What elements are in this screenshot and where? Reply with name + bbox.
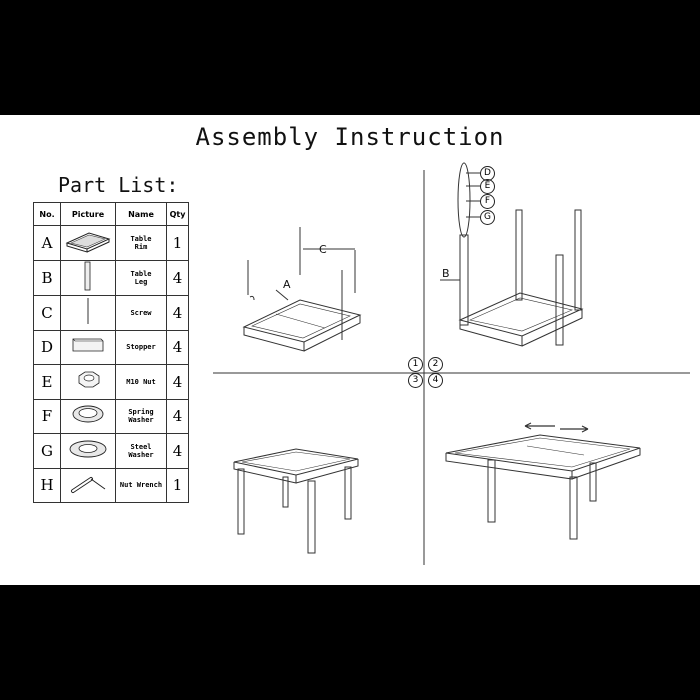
- header-qty: Qty: [166, 202, 189, 226]
- label-f: F: [480, 194, 495, 209]
- steel-washer-icon: [69, 440, 107, 458]
- label-c: C: [319, 243, 327, 256]
- table-rim-icon: [65, 232, 111, 253]
- screw-icon: [87, 297, 89, 324]
- part-qty: 4: [166, 294, 189, 331]
- step1-drawing: [242, 227, 362, 352]
- part-qty: 4: [166, 259, 189, 296]
- part-name-line1: M10 Nut: [126, 377, 156, 386]
- label-g: G: [480, 210, 495, 225]
- label-e: E: [480, 179, 495, 194]
- header-name: Name: [115, 202, 167, 226]
- part-name-line1: Stopper: [126, 343, 156, 352]
- spring-washer-icon: [72, 405, 104, 423]
- step3-drawing: [233, 448, 359, 554]
- step4-drawing: [445, 422, 641, 540]
- label-b: B: [442, 267, 450, 280]
- part-no: B: [33, 259, 61, 296]
- part-name-line1: Screw: [130, 308, 152, 317]
- part-name-line1: Table: [130, 269, 152, 278]
- part-qty: 1: [166, 467, 189, 503]
- step2-drawing: [440, 162, 584, 347]
- page-title: Assembly Instruction: [195, 123, 505, 151]
- part-no: C: [33, 294, 61, 331]
- stopper-icon: [72, 338, 104, 352]
- header-no: No.: [33, 202, 61, 226]
- part-name-line1: Table: [130, 234, 152, 243]
- part-list-heading: Part List:: [58, 173, 179, 197]
- table-header-row: No. Picture Name Qty: [33, 202, 189, 226]
- assembly-diagrams: [213, 162, 690, 565]
- table-row: H Nut Wrench 1: [33, 467, 189, 503]
- step-number-1: 1: [408, 357, 423, 372]
- table-leg-icon: [84, 261, 91, 290]
- part-name-line2: Rim: [134, 242, 148, 251]
- part-name-line2: Washer: [128, 416, 154, 425]
- part-qty: 4: [166, 398, 189, 434]
- part-no: A: [33, 225, 61, 261]
- instruction-sheet: Assembly Instruction Part List: No. Pict…: [0, 115, 700, 585]
- table-row: E M10 Nut 4: [33, 364, 189, 400]
- part-name-line2: Washer: [128, 450, 154, 459]
- nut-wrench-icon: [71, 477, 106, 494]
- table-row: C Screw 4: [33, 294, 189, 331]
- part-name-line1: Steel: [130, 442, 152, 451]
- label-a: A: [283, 278, 291, 291]
- part-name-line1: Nut Wrench: [119, 481, 163, 490]
- nut-icon: [78, 371, 100, 388]
- step-number-4: 4: [428, 373, 443, 388]
- part-name-line1: Spring: [128, 408, 154, 417]
- part-name-line2: Leg: [134, 277, 148, 286]
- step-number-2: 2: [428, 357, 443, 372]
- step-number-3: 3: [408, 373, 423, 388]
